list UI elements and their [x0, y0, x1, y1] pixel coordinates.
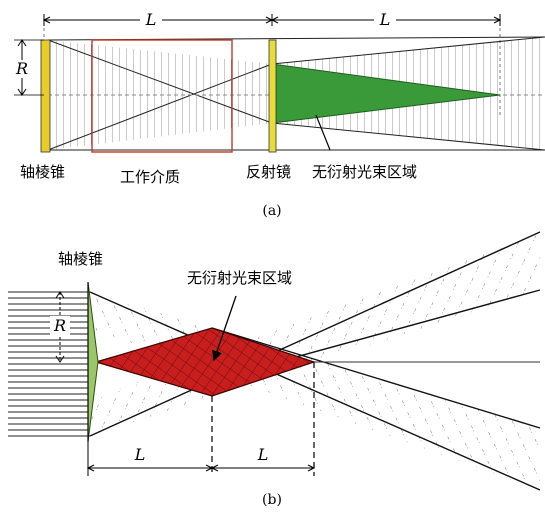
band-down-edge-bottom — [89, 291, 541, 491]
dim-label-bg-right — [374, 10, 396, 28]
arrowhead-left — [42, 16, 51, 24]
band-down-edge-top — [211, 327, 541, 429]
arrowhead-b2 — [205, 464, 219, 472]
region-pointer-b — [212, 295, 237, 362]
r-label-a: R — [15, 59, 28, 78]
label-working-medium: 工作介质 — [120, 168, 180, 186]
region-crosshatch — [96, 328, 314, 396]
r-arrowheads-b — [55, 291, 65, 363]
dim-label-left-b: L — [134, 445, 146, 464]
panel-a: L L R 轴棱锥 工作介质 — [14, 10, 545, 219]
dim-label-right-b: L — [257, 445, 269, 464]
arrowhead-b3 — [307, 464, 316, 472]
incoming-beam — [8, 291, 90, 437]
mirror — [268, 39, 277, 153]
r-label-b: R — [53, 316, 66, 335]
r-label-bg-a — [14, 60, 30, 78]
r-label-bg-b — [50, 316, 70, 336]
label-region-b: 无衍射光束区域 — [187, 269, 292, 287]
ray-1 — [47, 39, 273, 124]
label-axicon-b: 轴棱锥 — [58, 250, 103, 268]
ray-3 — [271, 36, 545, 65]
arrowhead-mid — [265, 16, 279, 24]
axicon-a — [40, 39, 51, 153]
band-up-edge-top — [89, 231, 541, 437]
working-medium-box — [91, 39, 233, 153]
region-pointer-a — [315, 114, 331, 151]
dim-label-bg-left — [140, 10, 162, 28]
caption-a: (a) — [262, 203, 281, 219]
dim-label-right: L — [379, 10, 391, 29]
label-axicon-a: 轴棱锥 — [20, 163, 65, 181]
ray-4 — [271, 122, 545, 151]
arrowhead-b1 — [86, 464, 95, 472]
label-mirror: 反射镜 — [246, 163, 291, 181]
caption-b: (b) — [262, 492, 282, 508]
dim-label-left: L — [145, 10, 157, 29]
arrowhead-right — [493, 16, 502, 24]
panel-b: R L L 轴棱锥 无衍射光束区域 (b) — [8, 231, 541, 508]
ray-2 — [47, 63, 273, 151]
label-region-a: 无衍射光束区域 — [312, 163, 417, 181]
